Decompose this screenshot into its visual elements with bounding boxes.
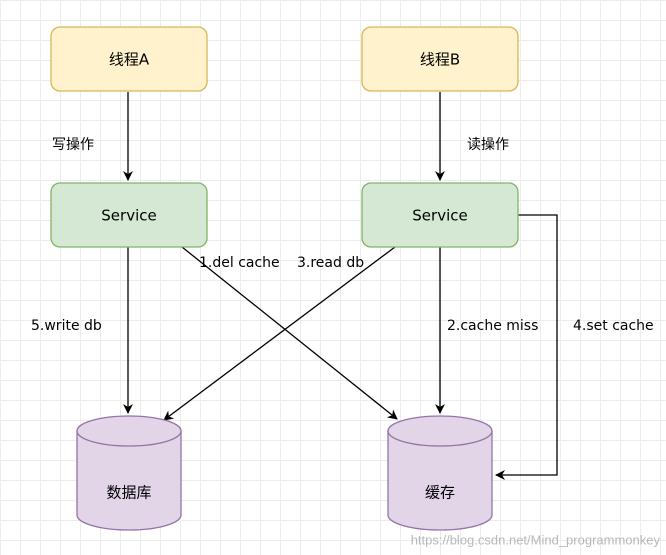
thread-b-node[interactable]: 线程B	[361, 26, 519, 92]
edge-label-write-op: 写操作	[52, 137, 94, 153]
thread-a-label: 线程A	[109, 51, 150, 69]
cache-node[interactable]: 缓存	[387, 415, 493, 531]
edge-service-b-to-database[interactable]	[163, 246, 396, 421]
edge-label-del-cache: 1.del cache	[199, 255, 280, 271]
edge-label-read-db: 3.read db	[297, 255, 364, 271]
cache-label: 缓存	[425, 484, 455, 502]
edge-label-set-cache: 4.set cache	[573, 318, 654, 334]
service-b-node[interactable]: Service	[361, 182, 519, 248]
edge-label-write-db: 5.write db	[31, 318, 102, 334]
edge-label-read-op: 读操作	[467, 136, 509, 153]
database-node[interactable]: 数据库	[76, 415, 182, 531]
service-b-label: Service	[412, 207, 467, 225]
thread-a-node[interactable]: 线程A	[50, 26, 208, 92]
service-a-label: Service	[101, 207, 156, 225]
thread-b-label: 线程B	[420, 51, 460, 69]
watermark-text: https://blog.csdn.net/Mind_programmonkey	[411, 532, 661, 547]
edge-label-cache-miss: 2.cache miss	[447, 318, 538, 334]
edge-service-a-to-cache[interactable]	[181, 246, 398, 420]
database-label: 数据库	[106, 484, 151, 502]
service-a-node[interactable]: Service	[50, 182, 208, 248]
edges	[123, 92, 558, 480]
edge-service-b-set-cache[interactable]	[495, 214, 558, 480]
